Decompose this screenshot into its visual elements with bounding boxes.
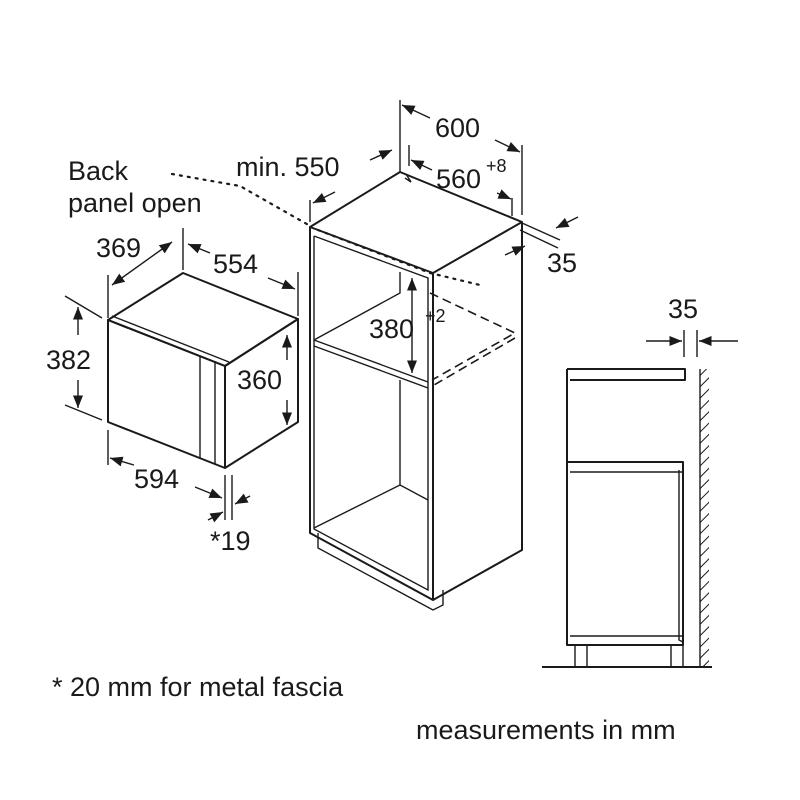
footnote: * 20 mm for metal fascia xyxy=(52,672,344,702)
back-panel-label-1: Back xyxy=(68,156,129,186)
label-360: 360 xyxy=(237,365,282,395)
label-600: 600 xyxy=(435,113,480,143)
label-382: 382 xyxy=(46,345,91,375)
label-560-tolerance: +8 xyxy=(486,156,507,176)
label-554: 554 xyxy=(213,249,258,279)
side-view-drawing: 35 xyxy=(542,294,738,668)
label-560: 560 xyxy=(436,164,481,194)
label-380-tolerance: +2 xyxy=(425,306,446,326)
label-35-side: 35 xyxy=(668,294,698,324)
label-35-top: 35 xyxy=(547,248,577,278)
microwave-drawing: 369 554 382 360 594 *19 xyxy=(46,228,299,556)
cabinet-drawing: min. 550 600 560 +8 35 380 +2 xyxy=(236,100,579,611)
label-min-550: min. 550 xyxy=(236,152,340,182)
label-380: 380 xyxy=(369,314,414,344)
back-panel-label-2: panel open xyxy=(68,188,202,218)
label-594: 594 xyxy=(134,464,179,494)
units-note: measurements in mm xyxy=(416,715,676,745)
label-369: 369 xyxy=(96,233,141,263)
label-19: *19 xyxy=(210,526,251,556)
